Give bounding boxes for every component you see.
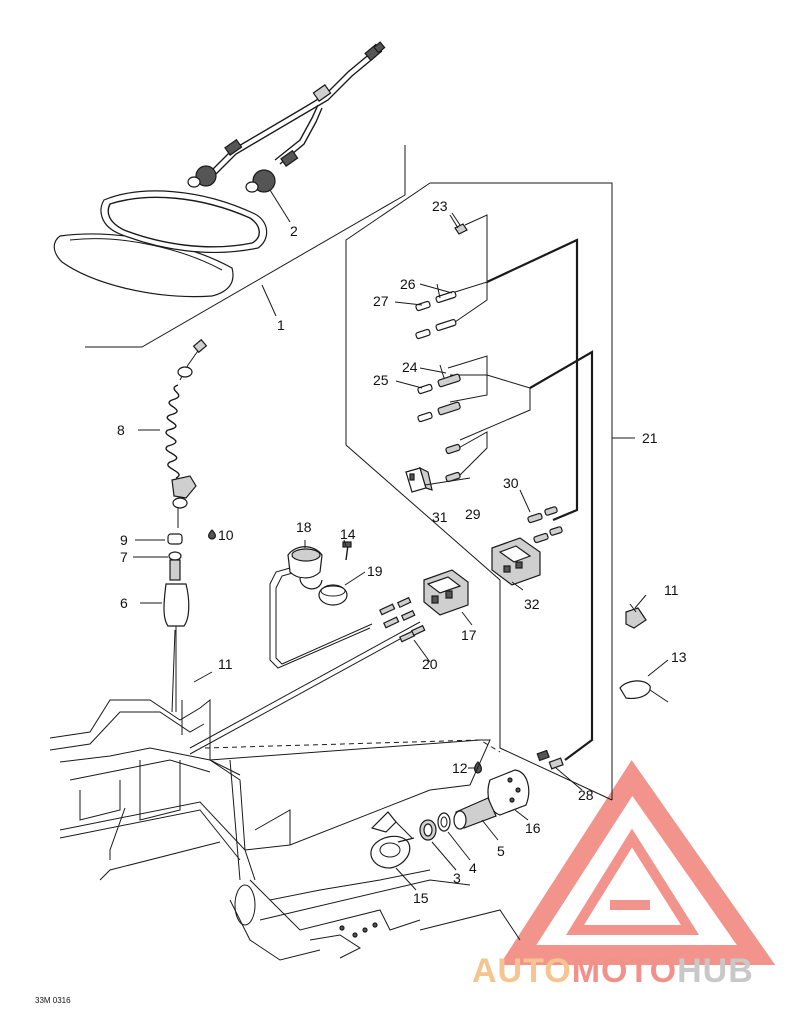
ignition-key-parts: [163, 529, 216, 713]
callout-17: 17: [461, 627, 477, 643]
callout-labels: 1 2 3 4 5 6 7 8 9 10 11 11 12 13 14 15 1…: [117, 198, 687, 906]
drawing-code: 33M 0316: [35, 996, 71, 1005]
watermark-text: AUTOMOTOHUB: [472, 952, 754, 990]
connector-housing-32: [491, 537, 541, 586]
screw-14: [342, 541, 352, 561]
watermark-moto: MOTO: [572, 952, 677, 990]
vehicle-frame: [49, 698, 521, 961]
leader-lines: [133, 214, 669, 891]
callout-10: 10: [218, 527, 234, 543]
callout-31: 31: [432, 509, 448, 525]
main-wiring-harness: [447, 214, 594, 761]
automotohub-logo-icon: [499, 760, 776, 965]
callout-27: 27: [373, 293, 389, 309]
terminal-set-top: [415, 212, 468, 483]
callout-26: 26: [400, 276, 416, 292]
callout-6: 6: [120, 595, 128, 611]
callout-9: 9: [120, 532, 128, 548]
headlight-assembly: [53, 145, 406, 348]
callout-11-clip: 11: [664, 582, 679, 598]
callout-32: 32: [524, 596, 540, 612]
watermark-auto: AUTO: [472, 952, 572, 990]
callout-3: 3: [453, 870, 461, 886]
callout-20: 20: [422, 656, 438, 672]
connector-28: [536, 749, 583, 791]
callout-1: 1: [277, 317, 285, 333]
ignition-switch-assembly: [370, 761, 530, 869]
callout-18: 18: [296, 519, 312, 535]
callout-2: 2: [290, 223, 298, 239]
terminal-set-20: [379, 596, 426, 643]
callout-30: 30: [503, 475, 519, 491]
connector-housing-17: [423, 569, 469, 616]
callout-8: 8: [117, 422, 125, 438]
bulb-harness: [187, 41, 386, 223]
watermark-hub: HUB: [677, 952, 754, 990]
callout-23: 23: [432, 198, 448, 214]
wiring-harness-boundary: [345, 182, 635, 801]
grommet-19: [318, 584, 348, 606]
callout-28: 28: [578, 787, 594, 803]
terminal-set-30: [527, 506, 563, 544]
callout-19: 19: [367, 563, 383, 579]
callout-7: 7: [120, 549, 128, 565]
tether-cord: [165, 338, 208, 528]
hose-line: [181, 567, 421, 755]
callout-5: 5: [497, 843, 505, 859]
callout-14: 14: [340, 526, 356, 542]
cable-tie-13: [619, 680, 669, 703]
connector-housing-31: [405, 466, 433, 493]
callout-13: 13: [671, 649, 687, 665]
callout-29: 29: [465, 506, 481, 522]
clip-11: [625, 603, 647, 629]
callout-24: 24: [402, 359, 418, 375]
callout-21: 21: [642, 430, 658, 446]
callout-12: 12: [452, 760, 468, 776]
callout-11-hose: 11: [218, 656, 233, 672]
callout-4: 4: [469, 860, 477, 876]
callout-15: 15: [413, 890, 429, 906]
callout-25: 25: [373, 372, 389, 388]
fitting-18: [287, 546, 323, 590]
callout-16: 16: [525, 820, 541, 836]
